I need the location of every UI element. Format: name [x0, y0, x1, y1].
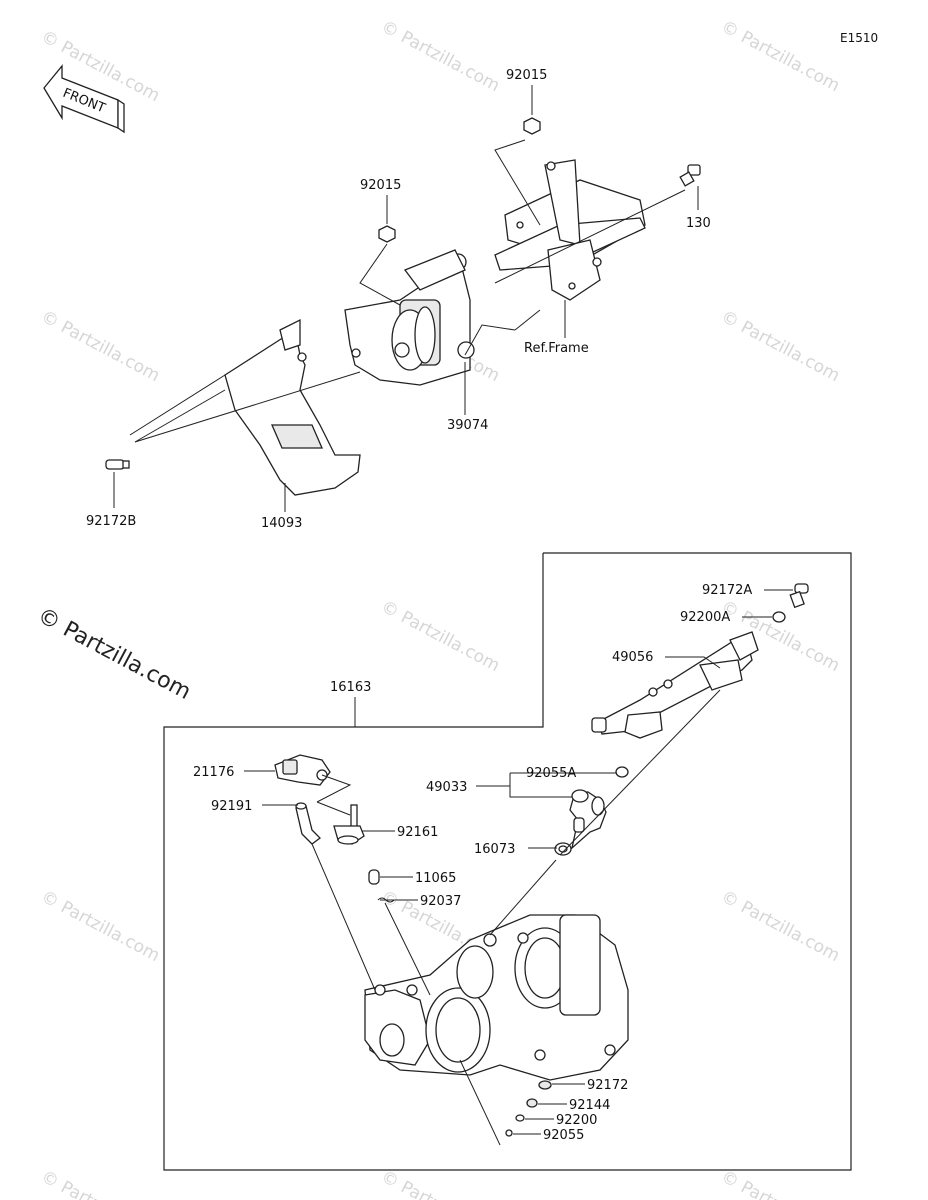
spring-92144	[526, 1098, 538, 1108]
label-92200a: 92200A	[680, 610, 730, 625]
label-11065: 11065	[415, 871, 456, 886]
label-92191: 92191	[211, 799, 252, 814]
washer-icon	[772, 611, 786, 623]
screw-icon	[105, 459, 130, 470]
diagram-code: E1510	[840, 31, 878, 45]
screw-92172	[538, 1080, 552, 1090]
label-92015-top: 92015	[506, 68, 547, 83]
label-ref-frame: Ref.Frame	[524, 341, 589, 356]
label-39074: 39074	[447, 418, 488, 433]
hose-92191	[295, 802, 321, 845]
cover-14093	[224, 318, 361, 496]
watermark: © Partzilla.com	[718, 17, 843, 96]
nut-icon	[523, 117, 541, 135]
label-92055: 92055	[543, 1128, 584, 1143]
fuel-pipe-49056	[591, 631, 759, 739]
watermark: © Partzilla.com	[378, 1167, 503, 1200]
throttle-body	[364, 914, 629, 1081]
small-parts	[274, 583, 809, 1137]
frame-bracket	[494, 159, 646, 301]
fitting-92161	[333, 804, 365, 845]
watermark: © Partzilla.com	[718, 887, 843, 966]
watermark: © Partzilla.com	[378, 597, 503, 676]
watermark: © Partzilla.com	[38, 887, 163, 966]
label-92144: 92144	[569, 1098, 610, 1113]
upper-assembly: 92015 92015 130 Ref.Frame 39074 92172B 1…	[86, 68, 711, 531]
copyright-mark: © Partzilla.com	[33, 603, 195, 705]
watermark: © Partzilla.com	[38, 1167, 163, 1200]
oring-92055	[505, 1129, 513, 1137]
bolt-icon	[789, 583, 809, 609]
watermark: © Partzilla.com	[38, 307, 163, 386]
label-21176: 21176	[193, 765, 234, 780]
oring-icon	[615, 766, 629, 778]
assembly-frame	[163, 552, 852, 1171]
bolt-icon	[679, 164, 701, 187]
watermark: © Partzilla.com	[718, 1167, 843, 1200]
label-92015-left: 92015	[360, 178, 401, 193]
label-14093: 14093	[261, 516, 302, 531]
upper-leaders	[113, 85, 699, 512]
label-92172b: 92172B	[86, 514, 136, 529]
watermark: © Partzilla.com	[378, 17, 503, 96]
lower-assembly: 92172A 92200A 49056 92055A 49033 16073 2…	[193, 583, 809, 1146]
washer-92200	[515, 1114, 525, 1122]
label-92037: 92037	[420, 894, 461, 909]
cap-11065	[368, 869, 380, 885]
label-49033: 49033	[426, 780, 467, 795]
nut-icon	[378, 225, 396, 243]
label-92055a: 92055A	[526, 766, 576, 781]
label-92172: 92172	[587, 1078, 628, 1093]
label-49056: 49056	[612, 650, 653, 665]
label-92161: 92161	[397, 825, 438, 840]
label-92172a: 92172A	[702, 583, 752, 598]
label-92200: 92200	[556, 1113, 597, 1128]
watermark: © Partzilla.com	[718, 307, 843, 386]
label-16073: 16073	[474, 842, 515, 857]
fasteners-upper	[105, 117, 701, 470]
label-16163: 16163	[330, 680, 371, 695]
label-130: 130	[686, 216, 711, 231]
actuator-39074	[344, 249, 475, 386]
sensor-21176	[274, 754, 331, 786]
injector-49033	[569, 789, 607, 850]
lower-leaders	[244, 589, 793, 1146]
